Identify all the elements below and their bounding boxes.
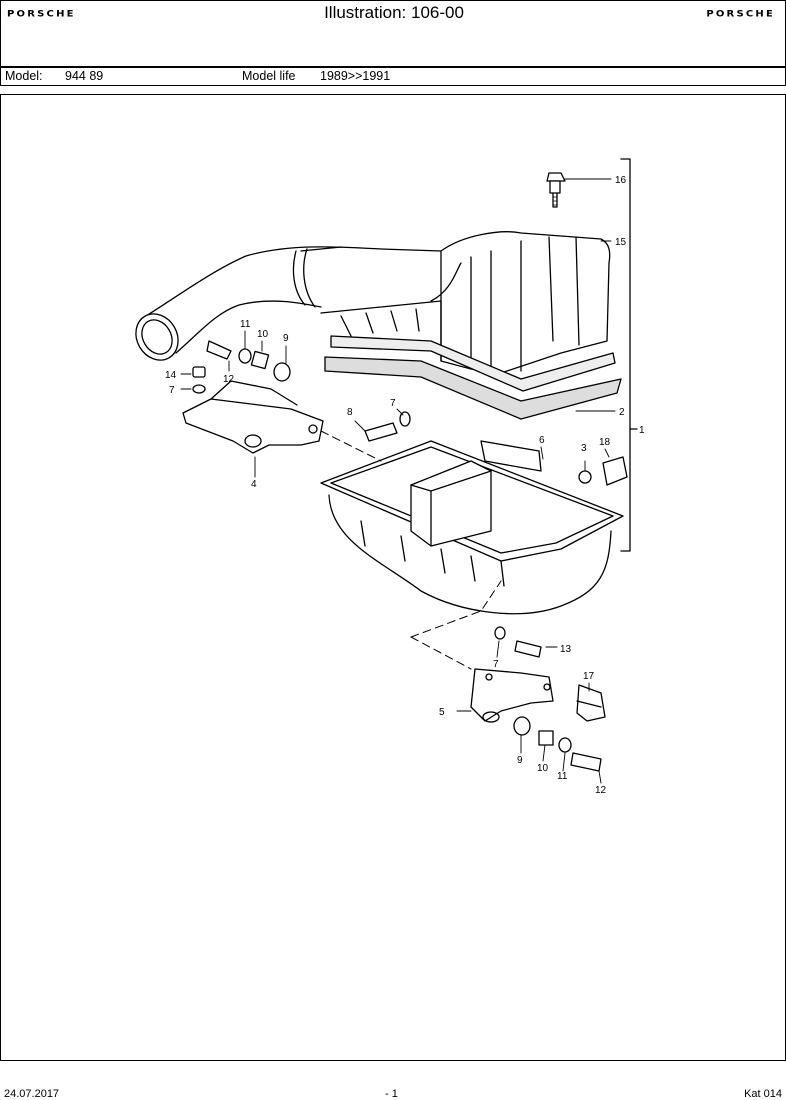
callout-labels: 16 15 11 10 9 14 12 7 8 7 2 1 6 3 18 4 7… xyxy=(165,175,645,796)
model-bar: Model: 944 89 Model life 1989>>1991 xyxy=(0,68,786,86)
diagram-frame: 16 15 11 10 9 14 12 7 8 7 2 1 6 3 18 4 7… xyxy=(0,94,786,1061)
model-life-label: Model life xyxy=(242,69,296,83)
callout-9: 9 xyxy=(283,333,289,344)
assembly-dash-lines xyxy=(320,430,502,670)
model-life-value: 1989>>1991 xyxy=(320,69,391,83)
mount-bracket-4-shape xyxy=(182,380,324,454)
callout-10: 10 xyxy=(257,329,269,340)
upper-housing-15-shape xyxy=(320,231,611,374)
model-value: 944 89 xyxy=(65,69,104,83)
footer-page: - 1 xyxy=(385,1088,398,1100)
callout-16: 16 xyxy=(615,175,627,186)
footer-catalog: Kat 014 xyxy=(744,1088,782,1100)
callout-13: 13 xyxy=(560,644,572,655)
exploded-parts-diagram: 16 15 11 10 9 14 12 7 8 7 2 1 6 3 18 4 7… xyxy=(135,158,645,796)
callout-17: 17 xyxy=(583,671,595,682)
footer-date: 24.07.2017 xyxy=(4,1088,60,1100)
clip-17-shape xyxy=(576,684,606,722)
callout-8: 8 xyxy=(347,407,353,418)
assembly-bracket xyxy=(620,158,638,552)
callout-1: 1 xyxy=(639,425,645,436)
porsche-logo-right: PORSCHE xyxy=(706,9,775,20)
porsche-logo-left: PORSCHE xyxy=(7,9,76,20)
callout-7: 7 xyxy=(390,398,396,409)
callout-9: 9 xyxy=(517,755,523,766)
callout-7: 7 xyxy=(493,659,499,670)
callout-leaders xyxy=(180,178,616,784)
illustration-title: Illustration: 106-00 xyxy=(324,3,464,22)
callout-14: 14 xyxy=(165,370,177,381)
callout-5: 5 xyxy=(439,707,445,718)
mount-bracket-5-shape xyxy=(470,668,554,723)
callout-3: 3 xyxy=(581,443,587,454)
callout-12: 12 xyxy=(223,374,235,385)
bolt-16-shape xyxy=(546,172,566,208)
callout-7: 7 xyxy=(169,385,175,396)
callout-10: 10 xyxy=(537,763,549,774)
filter-element-2-shape xyxy=(324,335,622,420)
callout-2: 2 xyxy=(619,407,625,418)
callout-12: 12 xyxy=(595,785,607,796)
callout-6: 6 xyxy=(539,435,545,446)
model-label: Model: xyxy=(5,69,43,83)
page-header: PORSCHE Illustration: 106-00 PORSCHE xyxy=(0,0,786,67)
hardware-parts-shape xyxy=(192,340,628,772)
callout-15: 15 xyxy=(615,237,627,248)
callout-4: 4 xyxy=(251,479,257,490)
callout-11: 11 xyxy=(240,319,251,330)
callout-11: 11 xyxy=(557,771,568,782)
lower-housing-shape xyxy=(320,440,624,615)
header-divider xyxy=(0,66,786,68)
callout-18: 18 xyxy=(599,437,611,448)
intake-duct-shape xyxy=(135,246,442,361)
